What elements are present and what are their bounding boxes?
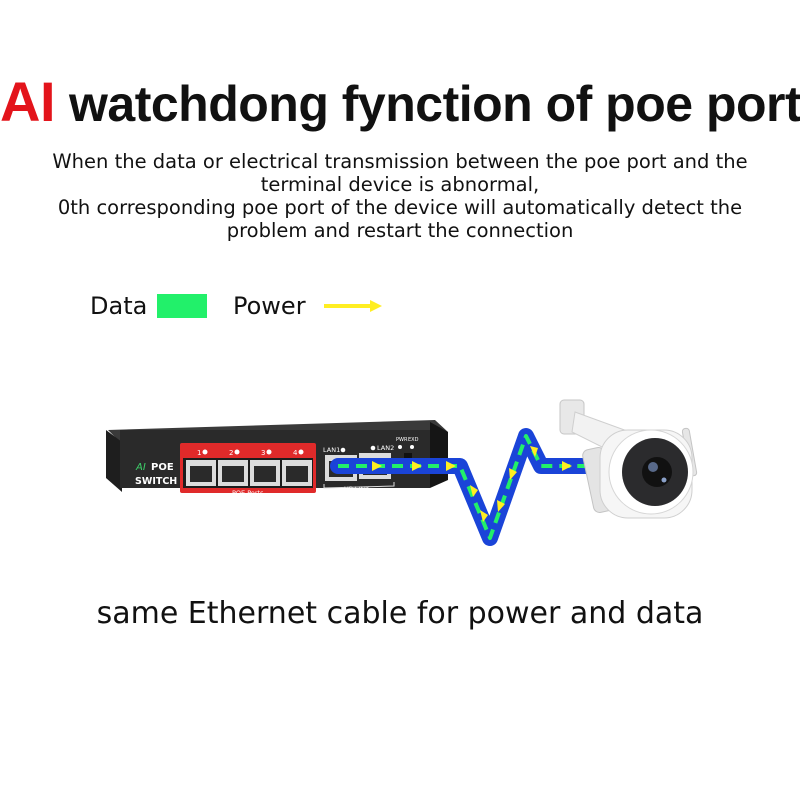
lan1-label: LAN1: [323, 446, 340, 454]
description-line-1: When the data or electrical transmission…: [52, 150, 748, 173]
port-led-1: [202, 449, 208, 455]
ext-label: EXD: [408, 437, 419, 443]
port-number-4: 4: [293, 449, 298, 457]
legend-power-arrow-icon: [324, 300, 382, 312]
legend-power-label: Power: [233, 292, 306, 320]
ethernet-cable: [330, 428, 606, 546]
poe-port-2[interactable]: [218, 460, 248, 486]
poe-port-4[interactable]: [282, 460, 312, 486]
caption: same Ethernet cable for power and data: [96, 596, 704, 631]
title-text: watchdong fynction of poe port: [69, 76, 800, 132]
poe-port-1[interactable]: [186, 460, 216, 486]
ext-led: [410, 445, 414, 449]
security-camera-icon: [559, 399, 698, 519]
poe-diagram: AI POE SWITCH 1 2 3 4 POE Ports LAN1 LAN…: [106, 399, 698, 546]
title-accent: AI: [0, 70, 56, 133]
lan2-label: LAN2: [377, 444, 394, 452]
power-arrows: [372, 446, 572, 522]
port-led-3: [266, 449, 272, 455]
lan1-led: [340, 447, 346, 453]
switch-brand-ai: AI: [135, 462, 146, 473]
lan2-led: [370, 445, 376, 451]
description-line-2: terminal device is abnormal,: [260, 173, 540, 196]
legend-data-swatch: [157, 294, 207, 318]
port-led-2: [234, 449, 240, 455]
poe-ports-label: POE Ports: [232, 489, 264, 497]
uplink-label: UP LINK: [344, 485, 370, 493]
pwr-label: PWR: [396, 437, 408, 443]
port-number-1: 1: [197, 449, 201, 457]
poe-switch: AI POE SWITCH 1 2 3 4 POE Ports LAN1 LAN…: [106, 420, 448, 497]
switch-brand-switch: SWITCH: [135, 476, 177, 487]
legend-data-label: Data: [90, 292, 148, 320]
description-line-3: 0th corresponding poe port of the device…: [57, 196, 743, 219]
port-number-2: 2: [229, 449, 233, 457]
port-led-4: [298, 449, 304, 455]
poe-port-3[interactable]: [250, 460, 280, 486]
description-line-4: problem and restart the connection: [226, 219, 574, 242]
switch-brand-poe: POE: [151, 462, 174, 473]
port-number-3: 3: [261, 449, 265, 457]
pwr-led: [398, 445, 402, 449]
